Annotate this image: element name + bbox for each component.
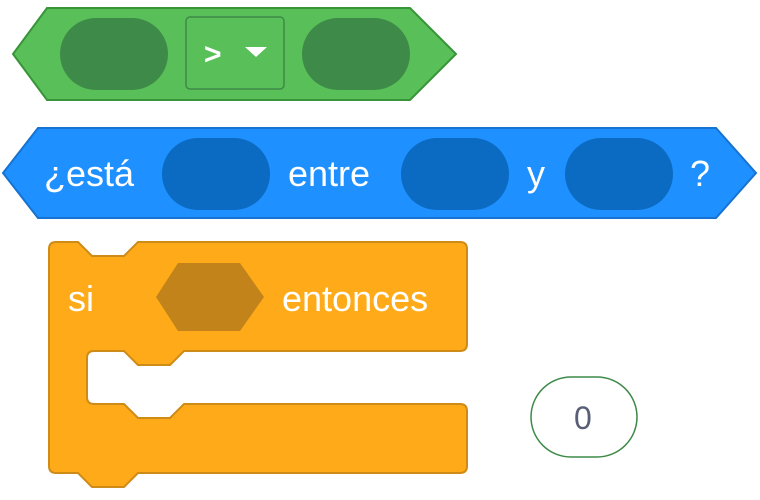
comparison-operator-label[interactable]: >	[204, 38, 222, 71]
between-label-end: ?	[690, 153, 711, 194]
between-label-and: y	[527, 153, 545, 194]
value-slot[interactable]	[162, 138, 270, 210]
between-label-middle: entre	[288, 153, 371, 194]
number-reporter[interactable]	[530, 376, 638, 458]
left-operand-slot[interactable]	[60, 18, 168, 90]
dropdown-triangle-icon[interactable]	[245, 47, 267, 57]
lower-bound-slot[interactable]	[401, 138, 509, 210]
condition-slot[interactable]	[156, 263, 264, 331]
number-reporter-value[interactable]: 0	[574, 400, 592, 436]
between-block[interactable]	[1, 127, 758, 219]
if-label: si	[68, 278, 94, 319]
then-label: entonces	[282, 278, 429, 319]
if-then-block[interactable]	[48, 241, 468, 488]
operator-dropdown[interactable]	[185, 16, 285, 90]
right-operand-slot[interactable]	[302, 18, 410, 90]
between-label-start: ¿está	[44, 153, 135, 194]
upper-bound-slot[interactable]	[565, 138, 673, 210]
comparison-block[interactable]	[11, 7, 458, 101]
if-then-block-body[interactable]	[48, 241, 468, 488]
